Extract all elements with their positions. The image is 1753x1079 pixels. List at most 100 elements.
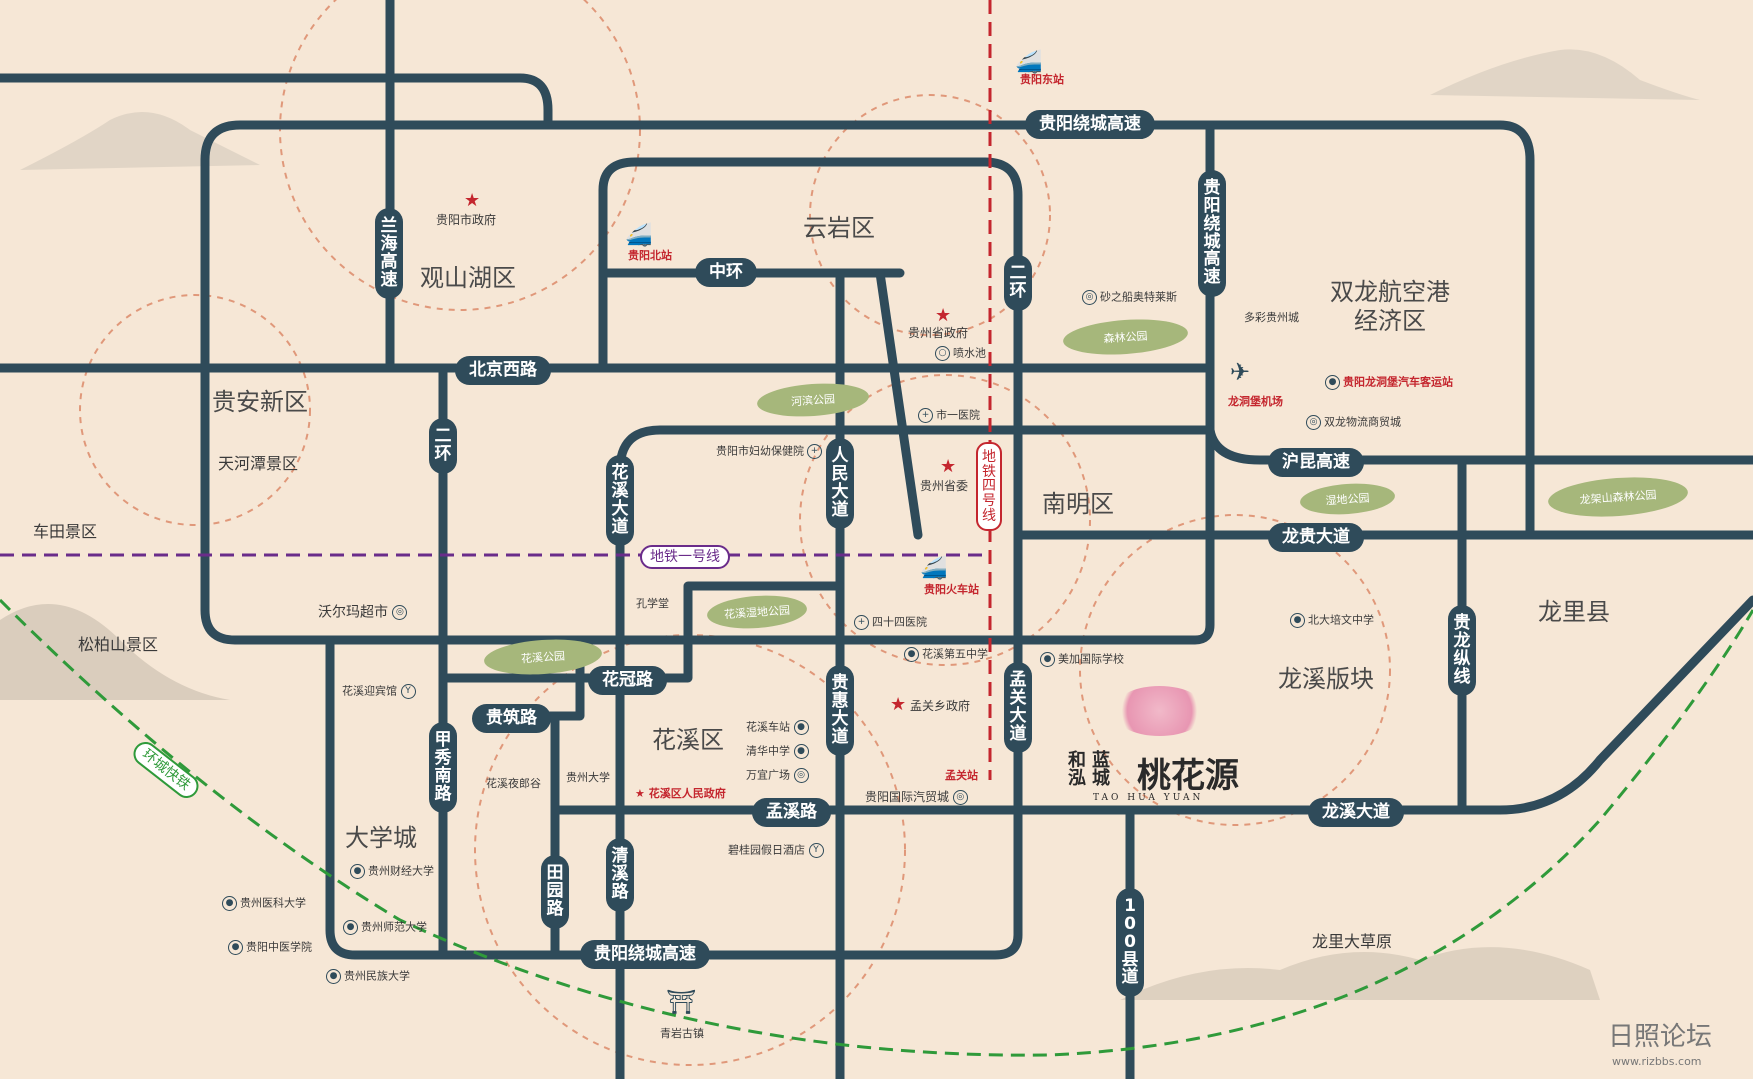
station-airport: 龙洞堡机场 <box>1228 395 1283 408</box>
star-icon: ★ <box>940 456 957 477</box>
coverage-ring <box>1079 514 1391 826</box>
mountain-decoration <box>1120 947 1600 1000</box>
poi-prov-gov: 贵州省政府 <box>908 326 969 340</box>
road-huguan <box>1205 425 1753 465</box>
poi-duocai: 多彩贵州城 <box>1244 311 1299 324</box>
poi-yike: ●贵州医科大学 <box>222 896 306 911</box>
watermark-title: 日照论坛 <box>1608 1022 1713 1052</box>
poi-intl-auto: 贵阳国际汽贸城 ◎ <box>865 790 971 805</box>
road-diagonal <box>875 268 923 540</box>
road-label-huaguan: 花冠路 <box>588 666 667 695</box>
poi-shuanglong-trade: ◎双龙物流商贸城 <box>1306 415 1401 430</box>
school-icon: ● <box>228 940 243 955</box>
poi-huaxi-bus: 花溪车站 ● <box>746 720 812 735</box>
road-label-huguan: 沪昆高速 <box>1268 448 1364 477</box>
road-label-guizhu: 贵筑路 <box>472 704 551 733</box>
district-huaxi: 花溪区 <box>652 726 724 754</box>
train-icon: 🚄 <box>920 556 948 581</box>
ring-rail <box>0 598 1753 1057</box>
shopping-icon: ◎ <box>793 768 809 783</box>
road-label-guilong: 贵龙纵线 <box>1448 605 1476 697</box>
poi-huaxi-guesthouse: 花溪迎宾馆 Y <box>342 684 419 699</box>
area-songbaishan: 松柏山景区 <box>78 635 159 654</box>
road-label-county100: 100县道 <box>1116 888 1144 998</box>
poi-kongxuetang: 孔学堂 <box>636 597 669 610</box>
road-label-second-ring-right: 二环 <box>1004 255 1032 311</box>
road-label-zhonghuan: 中环 <box>695 258 757 287</box>
hospital-icon: + <box>854 615 869 630</box>
poi-hospital1: +市一医院 <box>918 408 980 423</box>
coverage-ring <box>79 294 311 526</box>
hospital-icon: + <box>918 408 933 423</box>
peach-tree-icon <box>1112 686 1207 736</box>
shopping-icon: ◎ <box>392 605 408 620</box>
poi-guizhou-univ: 贵州大学 <box>566 771 610 784</box>
bus-icon: ● <box>793 720 809 735</box>
road-ring-expressway <box>200 120 1535 540</box>
area-chetian: 车田景区 <box>33 522 98 541</box>
poi-walmart: 沃尔玛超市 ◎ <box>318 605 410 620</box>
district-guanshanhu: 观山湖区 <box>420 264 516 292</box>
road-second-ring <box>325 157 1023 960</box>
road-label-ring-right: 贵阳绕城高速 <box>1198 170 1226 298</box>
road-label-tianyuan: 田园路 <box>541 855 569 929</box>
road-label-renmin: 人民大道 <box>826 438 854 530</box>
station-guiyang-north: 贵阳北站 <box>628 249 672 262</box>
mountain-decoration <box>20 112 260 170</box>
poi-maternal: 贵阳市妇幼保健院+ <box>716 444 825 459</box>
metro4-tag: 地铁四号线 <box>976 442 1002 532</box>
poi-huaxi-gov: ★ 花溪区人民政府 <box>635 787 726 800</box>
bus-icon: ● <box>1325 375 1340 390</box>
road-label-ring-bottom: 贵阳绕城高速 <box>580 940 710 969</box>
hotel-icon: Y <box>400 684 416 699</box>
brand-dev1: 和泓 <box>1065 750 1086 786</box>
train-icon: 🚄 <box>1015 50 1043 75</box>
district-nanming: 南明区 <box>1042 490 1114 518</box>
shopping-icon: ◎ <box>1306 415 1321 430</box>
airplane-icon: ✈ <box>1230 358 1251 386</box>
school-icon: ● <box>904 647 919 662</box>
poi-mengguan-gov: 孟关乡政府 <box>910 699 971 713</box>
poi-prov-committee: 贵州省委 <box>920 479 969 493</box>
road-left-loop <box>200 120 1215 645</box>
poi-penshuichi: ○喷水池 <box>935 346 986 361</box>
school-icon: ● <box>1290 613 1305 628</box>
poi-wanyi: 万宜广场 ◎ <box>746 768 812 783</box>
station-bus-terminal: ●贵阳龙洞堡汽车客运站 <box>1325 375 1453 390</box>
road-top-left <box>0 73 553 130</box>
coverage-ring <box>809 94 1051 336</box>
brand-pinyin: TAO HUA YUAN <box>1093 793 1204 803</box>
road-label-second-ring-left: 二环 <box>429 418 457 474</box>
school-icon: ● <box>793 744 809 759</box>
poi-hospital44: +四十四医院 <box>854 615 927 630</box>
school-icon: ● <box>1040 652 1055 667</box>
school-icon: ● <box>343 920 358 935</box>
metro1-tag: 地铁一号线 <box>640 545 730 569</box>
station-guiyang-east: 贵阳东站 <box>1020 73 1064 86</box>
road-label-longxi: 龙溪大道 <box>1308 798 1404 827</box>
poi-shazhichuan: ◎砂之船奥特莱斯 <box>1082 290 1177 305</box>
brand-name: 桃花源 <box>1137 756 1239 796</box>
hotel-icon: Y <box>808 843 824 858</box>
district-daxuecheng: 大学城 <box>345 824 417 852</box>
gate-icon: ⛩ <box>666 988 697 1016</box>
school-icon: ● <box>222 896 237 911</box>
road-label-qingxi: 清溪路 <box>606 838 634 912</box>
star-icon: ★ <box>890 694 907 715</box>
area-tianhetan: 天河潭景区 <box>218 454 299 473</box>
poi-zhongyi: ●贵阳中医学院 <box>228 940 312 955</box>
road-label-huxi-avenue: 花溪大道 <box>606 455 634 547</box>
road-huaguan <box>438 581 845 683</box>
poi-qingyan: 青岩古镇 <box>660 1027 704 1040</box>
road-label-guihui: 贵惠大道 <box>826 665 854 757</box>
poi-minzu: ●贵州民族大学 <box>326 969 410 984</box>
poi-biguiyuan: 碧桂园假日酒店 Y <box>728 843 827 858</box>
station-guiyang-rail: 贵阳火车站 <box>924 583 979 596</box>
road-label-ring-top: 贵阳绕城高速 <box>1025 110 1155 139</box>
shopping-icon: ◎ <box>1082 290 1097 305</box>
road-label-mengxi: 孟溪路 <box>752 798 831 827</box>
road-mengxi-longxi <box>550 595 1753 815</box>
coverage-ring <box>799 374 1091 666</box>
poi-huaxi-5th: ●花溪第五中学 <box>904 647 988 662</box>
